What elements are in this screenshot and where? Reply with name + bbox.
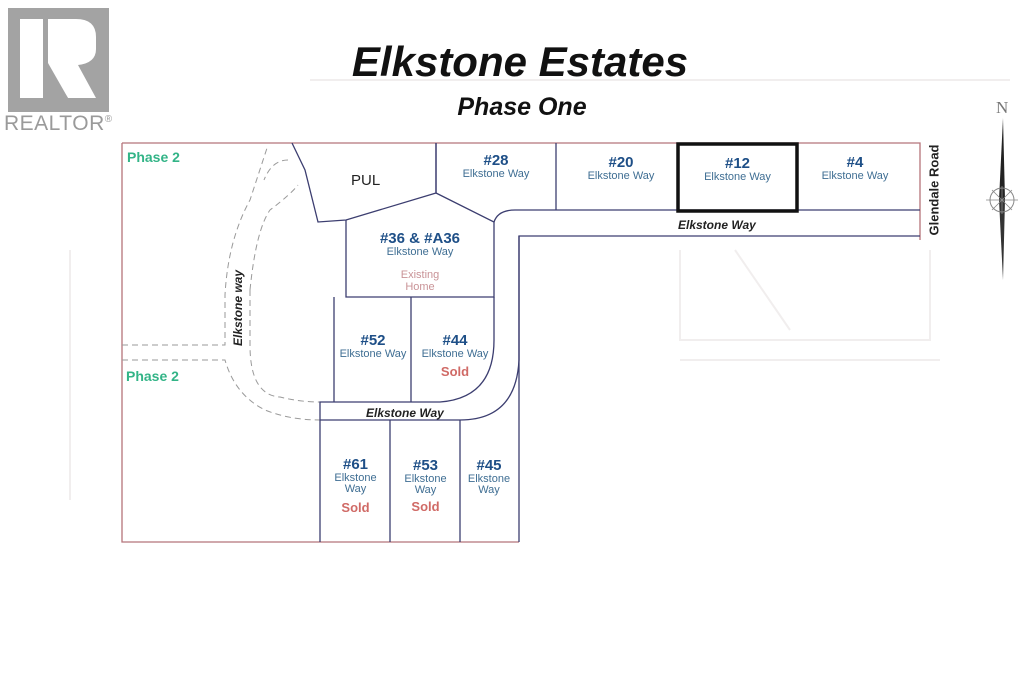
road-label-elkstone-way-south: Elkstone Way <box>366 406 444 420</box>
lot-street: Elkstone Way <box>587 169 655 182</box>
road-label-glendale-road: Glendale Road <box>926 144 942 236</box>
lot-4[interactable]: #4 Elkstone Way <box>800 155 910 182</box>
lot-number: #20 <box>608 154 634 171</box>
realtor-text: REALTOR <box>4 112 105 135</box>
logo-r-bowl-icon <box>48 19 96 98</box>
lot-street: Elkstone Way <box>339 347 407 360</box>
lot-street-line2: Way <box>414 484 437 497</box>
phase2-label-north: Phase 2 <box>127 149 180 165</box>
lot-street: Elkstone <box>334 471 377 484</box>
lot-20[interactable]: #20 Elkstone Way <box>567 155 675 182</box>
lot-street: Elkstone Way <box>421 347 489 360</box>
lot-number: #44 <box>442 332 468 349</box>
lot-street: Elkstone Way <box>462 167 530 180</box>
logo-r-stem <box>20 19 43 98</box>
road-label-elkstone-way-west: Elkstone way <box>231 269 245 347</box>
lot-45[interactable]: #45 Elkstone Way <box>461 458 517 497</box>
lot-number: #12 <box>724 155 751 172</box>
lot-53[interactable]: #53 Elkstone Way Sold <box>391 458 460 513</box>
lot-street-line2: Way <box>344 483 367 496</box>
lot-street: Elkstone Way <box>386 245 454 258</box>
road-label-elkstone-way-east: Elkstone Way <box>678 218 756 232</box>
lot-44[interactable]: #44 Elkstone Way Sold <box>412 333 498 379</box>
lot-street: Elkstone <box>404 472 447 485</box>
existing-home-label-line2: Home <box>405 280 435 293</box>
pul-parcel-label: PUL <box>351 172 381 189</box>
lot-street: Elkstone <box>467 472 511 485</box>
lot-36-a36[interactable]: #36 & #A36 Elkstone Way Existing Home <box>346 231 494 293</box>
lot-number: #4 <box>846 154 864 171</box>
lot-street: Elkstone Way <box>821 169 889 182</box>
realtor-logo-icon <box>8 8 109 112</box>
lot-street: Elkstone Way <box>704 170 771 183</box>
phase2-label-south: Phase 2 <box>126 368 179 384</box>
page-title: Elkstone Estates <box>351 38 689 85</box>
development-boundary <box>121 142 921 543</box>
sold-badge: Sold <box>411 498 440 514</box>
phase2-dashed-lines <box>122 144 321 421</box>
sold-badge: Sold <box>341 499 370 515</box>
lot-12-highlighted[interactable]: #12 Elkstone Way <box>680 156 795 183</box>
lot-number: #53 <box>412 457 439 474</box>
lot-street-line2: Way <box>478 484 500 497</box>
lot-28[interactable]: #28 Elkstone Way <box>446 153 546 180</box>
lot-number: #28 <box>483 152 509 169</box>
page-subtitle: Phase One <box>457 93 587 121</box>
ghost-lines <box>69 79 1010 500</box>
sold-badge: Sold <box>440 364 470 380</box>
lot-number: #61 <box>342 456 369 473</box>
compass-rose-icon <box>986 118 1018 280</box>
lot-number: #52 <box>360 332 386 349</box>
lot-61[interactable]: #61 Elkstone Way Sold <box>321 457 390 514</box>
lot-number: #45 <box>476 457 502 474</box>
lot-lines <box>291 142 920 542</box>
lot-52[interactable]: #52 Elkstone Way <box>335 333 411 360</box>
registered-mark: ® <box>104 114 113 125</box>
existing-home-label: Existing <box>400 269 440 282</box>
realtor-wordmark: REALTOR® <box>4 112 113 136</box>
highlighted-lot-outline <box>676 142 799 213</box>
compass-north-label: N <box>996 98 1009 117</box>
lot-number: #36 & #A36 <box>379 230 461 247</box>
